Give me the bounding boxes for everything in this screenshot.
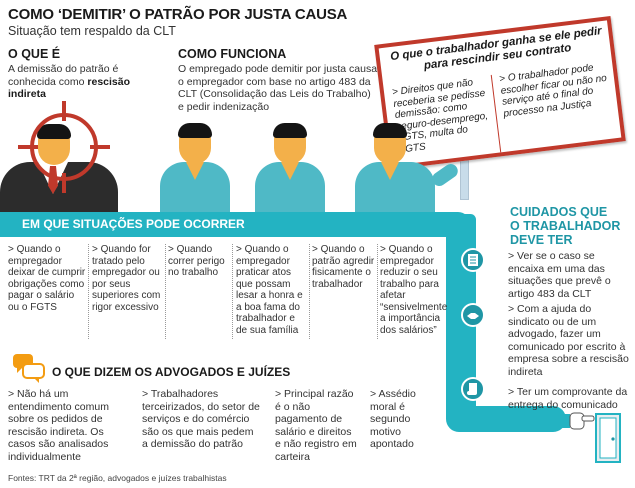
divider <box>88 244 89 339</box>
speech-bubbles-icon <box>13 354 45 383</box>
how-it-works-heading: COMO FUNCIONA <box>178 47 287 61</box>
situation-5: > Quando o patrão agredir fisicamente o … <box>312 244 375 290</box>
pointing-hand-icon <box>560 412 595 430</box>
what-is-text: A demissão do patrão é conhecida como re… <box>8 63 131 100</box>
checklist-icon <box>461 248 485 272</box>
divider <box>309 244 310 339</box>
divider <box>377 244 378 339</box>
how-it-works-text: O empregado pode demitir por justa causa… <box>178 63 378 113</box>
situation-2: > Quando for tratado pelo empregador ou … <box>92 244 161 313</box>
care-heading: CUIDADOS QUE O TRABALHADOR DEVE TER <box>510 205 621 247</box>
situation-3: > Quando correr perigo no trabalho <box>168 244 225 278</box>
situation-1: > Quando o empregador deixar de cumprir … <box>8 244 86 313</box>
sources: Fontes: TRT da 2ª região, advogados e ju… <box>8 473 227 483</box>
worker-figure-2 <box>245 118 335 212</box>
sign-right-text: > O trabalhador pode escolher ficar ou n… <box>498 62 608 120</box>
lawyers-heading: O QUE DIZEM OS ADVOGADOS E JUÍZES <box>52 365 291 379</box>
lawyer-item-3: > Principal razão é o não pagamento de s… <box>275 388 357 463</box>
care-item-3: > Ter um comprovante da entrega do comun… <box>508 386 628 411</box>
divider <box>232 244 233 339</box>
care-item-1: > Ver se o caso se encaixa em uma das si… <box>508 250 611 300</box>
worker-figure-1 <box>150 118 240 212</box>
lawyer-item-2: > Trabalhadores terceirizados, do setor … <box>142 388 260 450</box>
care-item-2: > Com a ajuda do sindicato ou de um advo… <box>508 303 629 378</box>
situation-4: > Quando o empregador praticar atos que … <box>236 244 303 336</box>
situations-band <box>0 212 470 237</box>
document-hand-icon <box>461 377 485 401</box>
path-bottom <box>446 406 566 432</box>
page-title: COMO ‘DEMITIR’ O PATRÃO POR JUSTA CAUSA <box>8 6 348 23</box>
lawyer-item-4: > Assédio moral é segundo motivo apontad… <box>370 388 416 450</box>
divider <box>165 244 166 339</box>
page-subtitle: Situação tem respaldo da CLT <box>8 24 176 38</box>
lawyer-item-1: > Não há um entendimento comum sobre os … <box>8 388 109 463</box>
situation-6: > Quando o empregador reduzir o seu trab… <box>380 244 448 336</box>
worker-figure-3 <box>345 118 461 212</box>
what-is-heading: O QUE É <box>8 47 61 61</box>
handshake-icon <box>461 303 485 327</box>
situations-heading: EM QUE SITUAÇÕES PODE OCORRER <box>22 217 245 231</box>
door-icon <box>595 413 621 463</box>
crosshair-icon <box>18 101 110 193</box>
